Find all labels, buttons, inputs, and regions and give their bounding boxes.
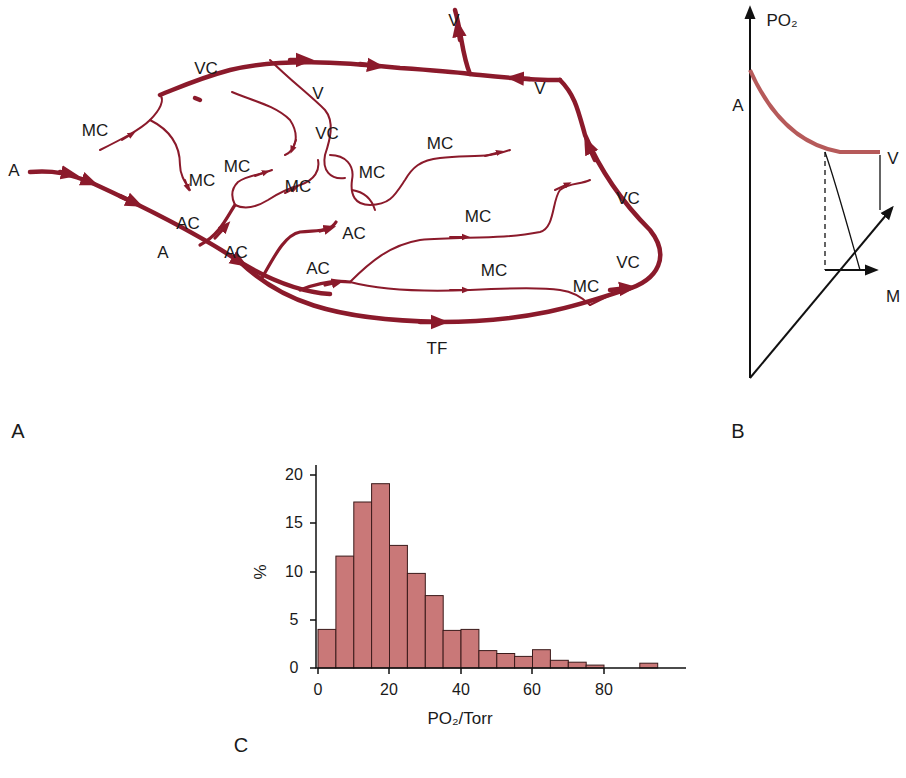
panel-letter: C: [234, 735, 248, 755]
vessel-label: MC: [189, 172, 215, 189]
vessel-label: VC: [315, 125, 339, 142]
panel-letter: B: [731, 421, 744, 441]
axis-label: M: [886, 288, 900, 305]
vessel-label: MC: [285, 178, 311, 195]
histogram-bar: [336, 556, 354, 668]
vessel-label: MC: [359, 164, 385, 181]
histogram-bar: [533, 650, 551, 668]
vessel-label: MC: [224, 158, 250, 175]
histogram-bar: [568, 662, 586, 668]
tick-label: 15: [285, 515, 303, 531]
tick-label: 0: [290, 660, 299, 676]
tick-label: 80: [595, 682, 613, 698]
vessel-label: AC: [176, 215, 200, 232]
histogram-bar: [497, 654, 515, 669]
histogram-bar: [515, 656, 533, 668]
axis-label: %: [252, 564, 269, 579]
tick-label: 5: [290, 612, 299, 628]
vessel-label: MC: [465, 208, 491, 225]
vessel-label: MC: [82, 122, 108, 139]
curve-label: V: [887, 150, 898, 167]
histogram-bar: [461, 629, 479, 668]
vessel-label: MC: [481, 262, 507, 279]
vessel-label: AC: [306, 260, 330, 277]
vessel-label: MC: [427, 135, 453, 152]
vessel-label: AC: [224, 244, 248, 261]
vessel-label: VC: [194, 60, 218, 77]
vessel-label: V: [448, 12, 459, 29]
axis-label: PO₂/Torr: [427, 710, 492, 727]
vessel-label: VC: [616, 190, 640, 207]
tick-label: 40: [452, 682, 470, 698]
histogram-bar: [354, 502, 372, 668]
vessel-label: VC: [616, 254, 640, 271]
histogram-bar: [372, 484, 390, 668]
panel-letter: A: [11, 421, 24, 441]
curve-label: A: [732, 97, 743, 114]
tick-label: 10: [285, 564, 303, 580]
histogram-bar: [479, 651, 497, 668]
axis-label: PO₂: [766, 12, 797, 29]
vessel-label: A: [8, 162, 19, 179]
histogram-bar: [407, 573, 425, 668]
vessel-label: A: [157, 244, 168, 261]
histogram-bar: [443, 630, 461, 668]
vessel-label: AC: [342, 225, 366, 242]
vessel-label: TF: [427, 340, 448, 357]
histogram-bar: [390, 545, 408, 668]
histogram-bar: [318, 629, 336, 668]
vessel-label: V: [534, 80, 545, 97]
vessel-label: V: [312, 85, 323, 102]
tick-label: 20: [380, 682, 398, 698]
tick-label: 0: [314, 682, 323, 698]
tick-label: 60: [523, 682, 541, 698]
vessel-label: MC: [573, 278, 599, 295]
tick-label: 20: [285, 467, 303, 483]
histogram-bar: [425, 596, 443, 668]
histogram-bar: [550, 660, 568, 668]
